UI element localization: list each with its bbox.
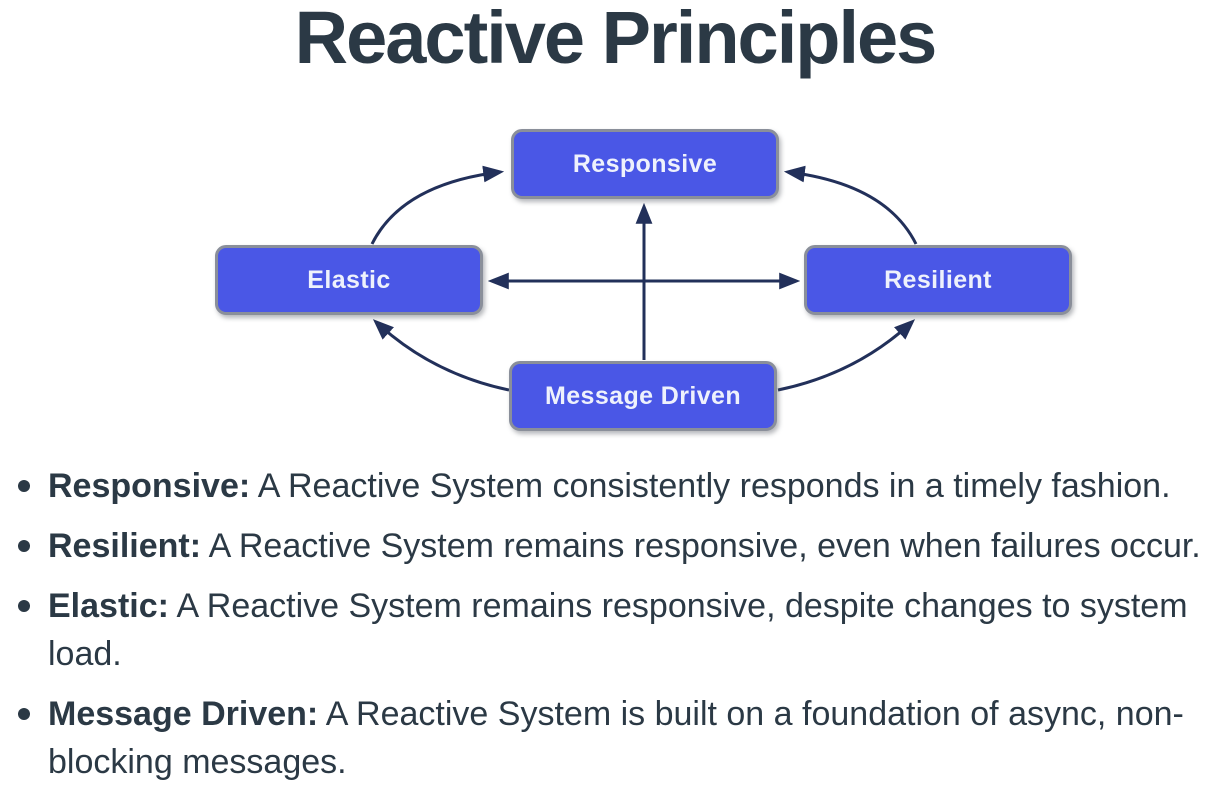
bullet-marker-icon [18,540,30,552]
arrow-message-driven-to-elastic [372,319,510,392]
bullet-item-responsive: Responsive: A Reactive System consistent… [18,462,1230,510]
arrow-message-driven-to-resilient [777,319,916,392]
arrow-elastic-to-responsive [370,165,505,245]
bullet-item-elastic: Elastic: A Reactive System remains respo… [18,582,1230,678]
bullet-lead: Message Driven: [48,695,319,733]
node-message-driven: Message Driven [509,361,777,431]
bullet-text: Message Driven: A Reactive System is bui… [48,690,1230,786]
node-elastic-label: Elastic [307,265,391,294]
reactive-principles-diagram: Responsive Elastic Resilient Message Dri… [215,129,1072,431]
node-elastic: Elastic [215,245,483,315]
bullet-rest: A Reactive System is built on a foundati… [48,695,1184,781]
page-title: Reactive Principles [294,0,938,79]
bullet-item-message-driven: Message Driven: A Reactive System is bui… [18,690,1230,786]
node-resilient-label: Resilient [884,265,992,294]
bullet-marker-icon [18,708,30,720]
bullet-list: Responsive: A Reactive System consistent… [0,462,1230,798]
bullet-marker-icon [18,600,30,612]
bullet-text: Resilient: A Reactive System remains res… [48,522,1201,570]
node-responsive-label: Responsive [572,149,718,178]
bullet-lead: Responsive: [48,467,251,505]
node-resilient: Resilient [804,245,1072,315]
diagram-arrows [370,165,918,392]
bullet-lead: Elastic: [48,587,169,625]
bullet-text: Elastic: A Reactive System remains respo… [48,582,1230,678]
node-responsive: Responsive [511,129,779,199]
bullet-rest: A Reactive System remains responsive, de… [48,587,1188,673]
bullet-rest: A Reactive System remains responsive, ev… [201,527,1201,565]
node-message-driven-label: Message Driven [545,381,741,410]
arrow-resilient-to-responsive [783,165,918,245]
bullet-lead: Resilient: [48,527,202,565]
bullet-item-resilient: Resilient: A Reactive System remains res… [18,522,1230,570]
bullet-marker-icon [18,480,30,492]
bullet-rest: A Reactive System consistently responds … [250,467,1171,505]
bullet-text: Responsive: A Reactive System consistent… [48,462,1171,510]
